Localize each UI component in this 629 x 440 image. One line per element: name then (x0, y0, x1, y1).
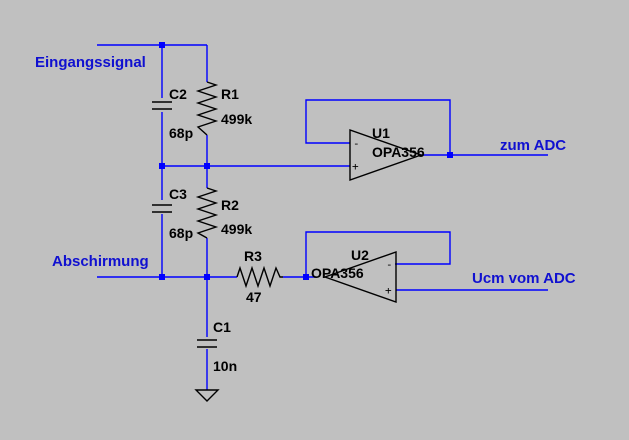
junction-input (159, 42, 165, 48)
wire-u1-feedback (305, 99, 548, 156)
u1-plus-sign: + (352, 160, 359, 173)
junction-shield-r2 (204, 274, 210, 280)
c1-ref: C1 (213, 319, 231, 335)
net-label-ucm: Ucm vom ADC (472, 270, 576, 287)
wire-mid-node (161, 112, 350, 200)
resistor-r3 (236, 265, 283, 289)
resistor-r1 (195, 81, 219, 136)
u2-ref: U2 (351, 247, 369, 263)
u1-ref: U1 (372, 125, 390, 141)
opamp-u1 (349, 129, 424, 181)
junction-u1-out (447, 152, 453, 158)
wire-input (97, 44, 208, 98)
c3-ref: C3 (169, 186, 187, 202)
resistor-r2 (195, 187, 219, 239)
c3-value: 68p (169, 225, 193, 241)
c2-value: 68p (169, 125, 193, 141)
capacitor-c3 (152, 204, 172, 213)
wire-u2-feedback (305, 231, 548, 291)
junction-c2-c3 (159, 163, 165, 169)
junction-shield-c3 (159, 274, 165, 280)
r1-value: 499k (221, 111, 252, 127)
u2-plus-sign: + (385, 284, 392, 297)
net-label-shield: Abschirmung (52, 253, 149, 270)
r2-value: 499k (221, 221, 252, 237)
net-label-to-adc: zum ADC (500, 137, 566, 154)
c2-ref: C2 (169, 86, 187, 102)
opamp-u2 (322, 251, 397, 303)
wires (97, 44, 548, 390)
r3-value: 47 (246, 289, 262, 305)
u1-minus-sign: - (353, 137, 360, 150)
u1-value: OPA356 (372, 144, 425, 160)
capacitor-c2 (152, 101, 172, 110)
junction-u2-out (303, 274, 309, 280)
u2-minus-sign: - (386, 258, 393, 271)
ground-icon (194, 389, 220, 402)
c1-value: 10n (213, 358, 237, 374)
u2-value: OPA356 (311, 265, 364, 281)
r3-ref: R3 (244, 248, 262, 264)
capacitor-c1 (197, 339, 217, 348)
net-label-input: Eingangssignal (35, 54, 146, 71)
junctions (159, 42, 453, 280)
r1-ref: R1 (221, 86, 239, 102)
junction-r1-r2 (204, 163, 210, 169)
wire-shield (97, 214, 237, 337)
r2-ref: R2 (221, 197, 239, 213)
